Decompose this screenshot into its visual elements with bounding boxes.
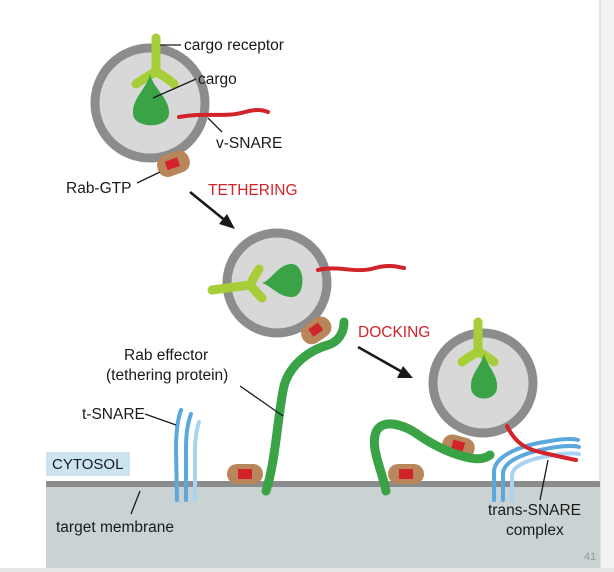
rab-effector <box>261 317 349 496</box>
rab-gtp-leader <box>136 171 161 184</box>
label-tethering: TETHERING <box>208 182 298 199</box>
cargo-leader <box>152 78 197 99</box>
target-membrane-leader <box>130 490 141 515</box>
cargo-receptor-2 <box>207 280 255 295</box>
slide-right-edge <box>600 0 614 572</box>
label-target-membrane: target membrane <box>56 519 174 536</box>
tethering-arrow <box>189 190 235 229</box>
rab-gtp-membrane-2 <box>388 464 424 484</box>
target-membrane-panel <box>46 484 600 568</box>
cargo-1 <box>132 74 170 126</box>
rab-gtp-1 <box>157 150 190 177</box>
target-membrane-line <box>46 481 600 487</box>
label-v-snare: v-SNARE <box>216 135 282 152</box>
slide-bottom-edge <box>0 568 614 572</box>
label-rab-gtp: Rab-GTP <box>66 180 131 197</box>
label-trans-snare: trans-SNARE <box>488 502 581 519</box>
cytosol-tag-bg <box>46 452 130 476</box>
trans-snare-complex <box>492 424 581 502</box>
rab-gtp-2 <box>301 316 332 345</box>
page-number: 41 <box>584 551 596 563</box>
v-snare-1 <box>177 108 270 119</box>
v-snare-2 <box>316 263 406 273</box>
label-trans-snare-complex: complex <box>506 522 564 539</box>
v-snare-leader <box>207 117 223 133</box>
cargo-2 <box>262 264 303 297</box>
label-cytosol: CYTOSOL <box>52 456 123 473</box>
vesicle-2 <box>207 228 406 345</box>
rab-effector-leader <box>239 385 284 417</box>
docking-arrow <box>357 345 413 378</box>
rab-effector-2 <box>369 419 495 496</box>
vesicle-1 <box>90 33 270 177</box>
cargo-3 <box>470 354 498 399</box>
label-t-snare: t-SNARE <box>82 406 145 423</box>
t-snare-left <box>173 408 201 502</box>
label-cargo-receptor: cargo receptor <box>184 37 284 54</box>
label-rab-effector: Rab effector <box>124 347 208 364</box>
label-cargo: cargo <box>198 71 237 88</box>
label-tethering-protein: (tethering protein) <box>106 367 228 384</box>
label-docking: DOCKING <box>358 324 430 341</box>
t-snare-leader <box>144 413 177 426</box>
rab-gtp-membrane-1 <box>227 464 263 484</box>
trans-snare-leader <box>539 459 549 501</box>
